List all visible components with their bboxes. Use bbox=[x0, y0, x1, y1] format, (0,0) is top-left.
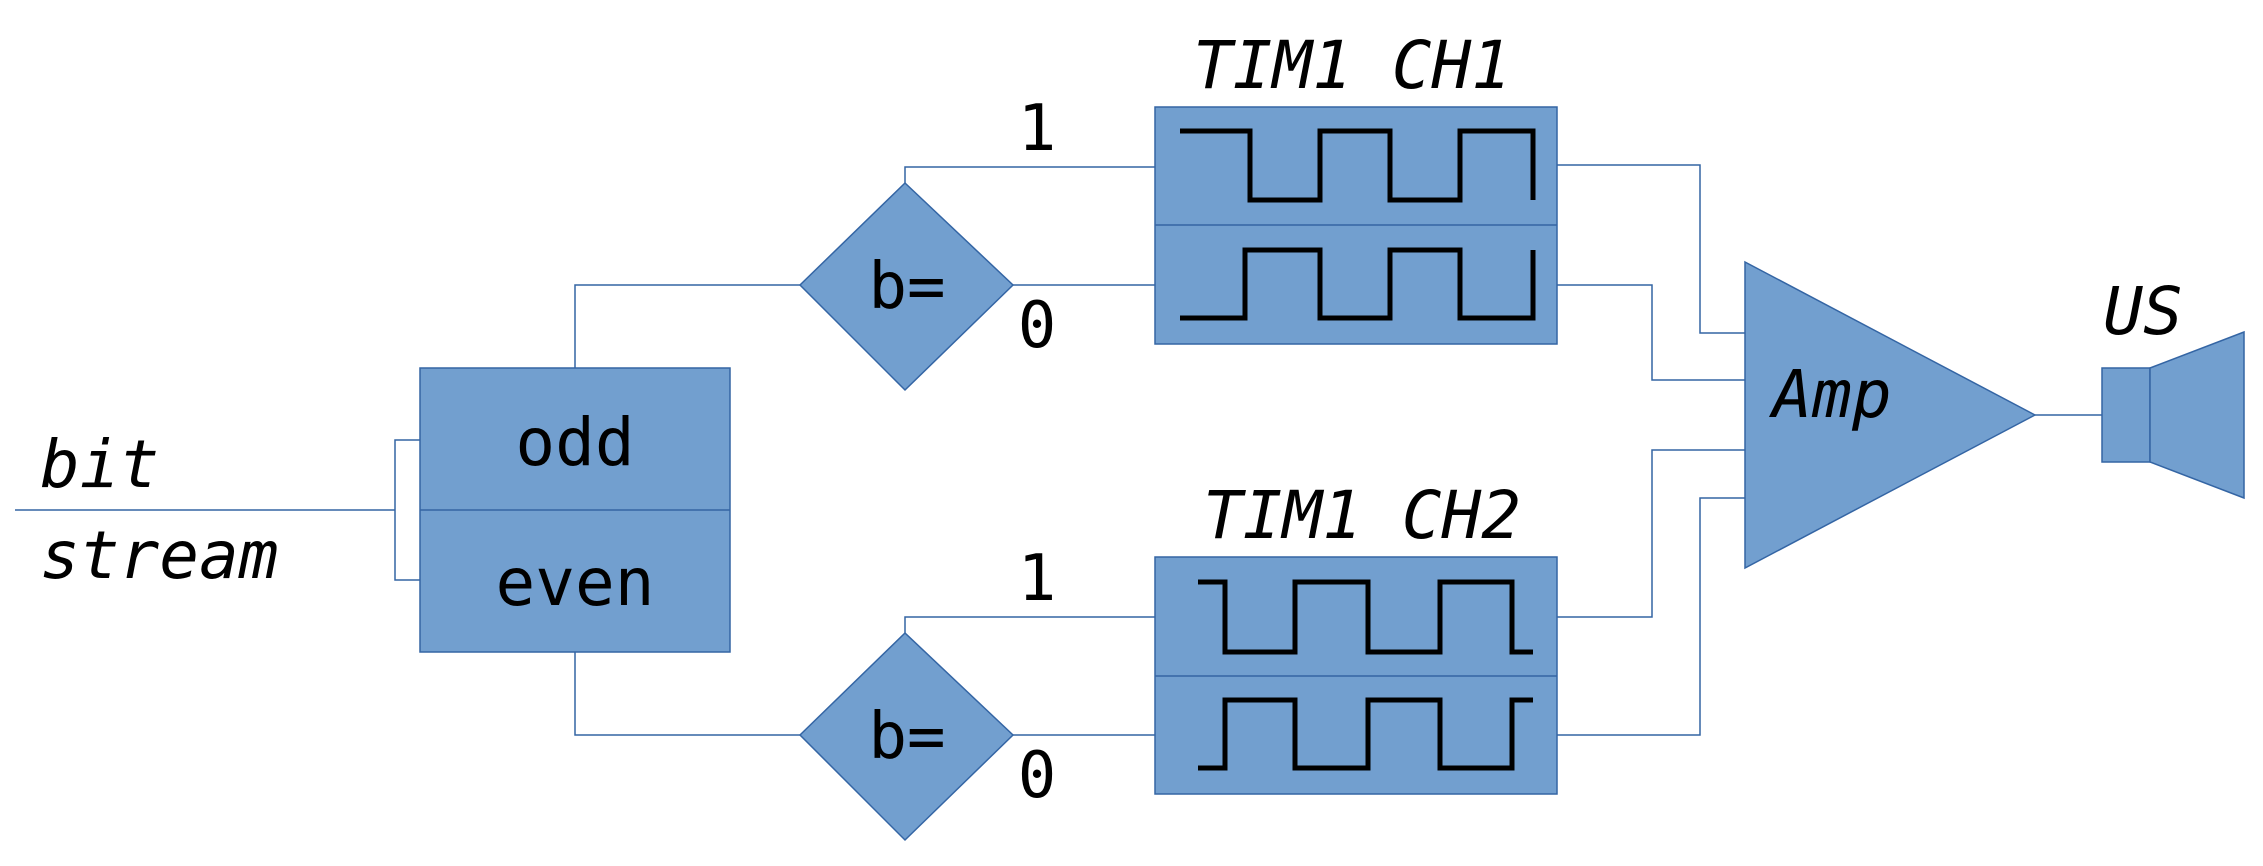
wire-even-to-decision bbox=[574, 652, 800, 736]
timer-ch1-waveform-b bbox=[1180, 247, 1536, 321]
decision-2-one-label: 1 bbox=[1018, 542, 1057, 616]
timer-ch1-waveform-a bbox=[1180, 128, 1536, 203]
timer-ch1-title: TIM1 CH1 bbox=[1193, 27, 1511, 104]
speaker-cone bbox=[2149, 330, 2245, 500]
decision-1-zero-label: 0 bbox=[1018, 289, 1057, 363]
odd-even-splitter: odd even bbox=[419, 367, 731, 653]
timer-ch2-waveform-a bbox=[1198, 579, 1533, 655]
decision-2-zero-label: 0 bbox=[1018, 739, 1057, 813]
decision-1-one-label: 1 bbox=[1018, 92, 1057, 166]
timer-ch2-title: TIM1 CH2 bbox=[1203, 477, 1521, 554]
wire-decision1-one bbox=[904, 166, 1155, 183]
decision-2-diamond bbox=[798, 631, 1015, 842]
amplifier-triangle bbox=[1744, 260, 2037, 570]
wire-input-even bbox=[394, 510, 420, 581]
input-label-line1: bit bbox=[40, 426, 159, 503]
decision-2: b= 1 0 bbox=[798, 542, 1057, 842]
timer-ch2-waveform-b bbox=[1198, 697, 1533, 771]
wire-ch2a-to-amp bbox=[1557, 449, 1745, 618]
wire-ch1a-to-amp bbox=[1557, 164, 1745, 334]
splitter-odd-label: odd bbox=[515, 404, 634, 481]
wire-ch1b-to-amp bbox=[1557, 284, 1745, 381]
timer-ch1: TIM1 CH1 bbox=[1154, 27, 1558, 345]
wire-decision2-one bbox=[904, 616, 1155, 633]
amplifier: Amp bbox=[1744, 260, 2037, 570]
wire-ch2b-to-amp bbox=[1557, 497, 1745, 736]
ultrasound-speaker: US bbox=[2101, 273, 2245, 500]
decision-1: b= 1 0 bbox=[798, 92, 1057, 392]
speaker-body bbox=[2101, 367, 2151, 463]
decision-2-label: b= bbox=[868, 700, 945, 774]
wire-input-odd bbox=[394, 439, 420, 510]
decision-1-label: b= bbox=[868, 250, 945, 324]
input-label-line2: stream bbox=[40, 517, 278, 594]
wire-odd-to-decision bbox=[574, 284, 800, 368]
decision-1-diamond bbox=[798, 181, 1015, 392]
wires bbox=[15, 164, 2102, 736]
amplifier-label: Amp bbox=[1768, 356, 1891, 433]
splitter-even-label: even bbox=[496, 544, 655, 621]
speaker-label: US bbox=[2103, 273, 2182, 350]
timer-ch2: TIM1 CH2 bbox=[1154, 477, 1558, 795]
